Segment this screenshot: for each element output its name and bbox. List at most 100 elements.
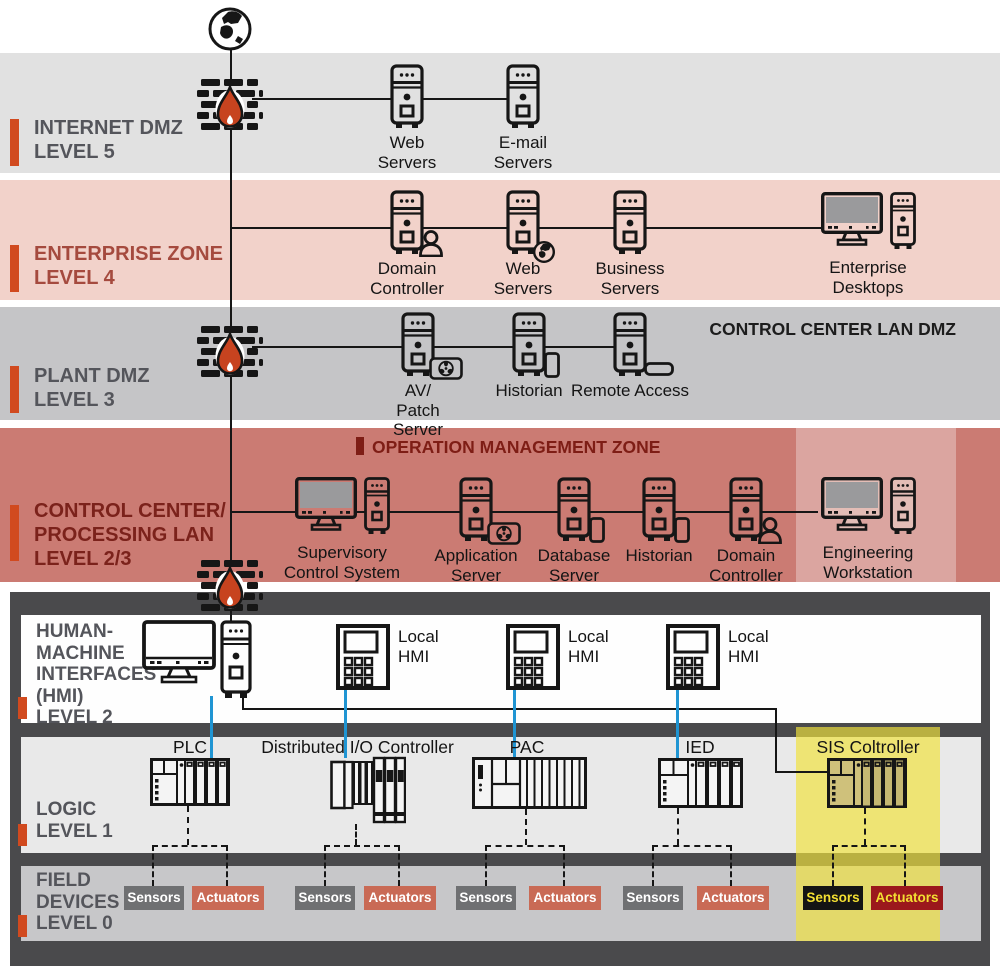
server-icon (459, 477, 493, 543)
zone-label-l4: ENTERPRISE ZONE LEVEL 4 (34, 243, 223, 289)
dio-field-bracket (324, 845, 400, 847)
workstation-sis-line (775, 708, 778, 773)
local-hmi-label: Local HMI (728, 627, 769, 666)
local-hmi-icon (336, 624, 390, 690)
device-label: Historian (625, 546, 693, 565)
accent-bar-l5 (10, 119, 19, 166)
pill-badge-icon (644, 362, 674, 376)
hmi3-ied-line (676, 688, 679, 758)
accent-bar-l23 (10, 505, 19, 561)
device-supervisory-control-system: Supervisory Control System (282, 477, 402, 582)
plc-icon (150, 758, 230, 806)
sensors-chip: Sensors (124, 886, 184, 910)
accent-bar-l3 (10, 366, 19, 413)
person-icon (757, 516, 783, 545)
device-database-server: Database Server (529, 477, 619, 585)
plc-field-stem (187, 806, 189, 845)
local-hmi-label: Local HMI (568, 627, 609, 666)
l5-bus-line (252, 98, 523, 101)
sensors-chip: Sensors (456, 886, 516, 910)
device-domain-controller-l23: Domain Controller (706, 477, 786, 585)
device-label: Domain Controller (370, 259, 444, 298)
zone-label-l3: PLANT DMZ LEVEL 3 (34, 365, 150, 411)
sis-actuators-line (904, 845, 906, 886)
tower-icon (889, 477, 916, 535)
accent-bar-l4 (10, 245, 19, 292)
server-icon (613, 190, 647, 256)
dio-label: Distributed I/O Controller (261, 737, 454, 757)
device-historian-l23: Historian (619, 477, 699, 566)
tablet-badge-icon (674, 517, 690, 543)
actuators-chip: Actuators (697, 886, 769, 910)
server-icon (557, 477, 591, 543)
device-application-server: Application Server (426, 477, 526, 585)
accent-bar-l0 (18, 915, 27, 937)
pac-sensors-line (485, 845, 487, 886)
ied-field-bracket (652, 845, 732, 847)
fan-badge-icon (429, 357, 463, 380)
workstation-plc-line (210, 696, 213, 758)
internet-globe-icon (207, 6, 253, 52)
plc-label: PLC (172, 737, 208, 757)
workstation-sis-line (242, 698, 245, 710)
sis-label: SIS Coltroller (816, 737, 920, 757)
plc-sensors-line (152, 845, 154, 886)
fan-badge-icon (487, 522, 521, 545)
device-business-servers: Business Servers (595, 190, 665, 298)
ied-actuators-line (730, 845, 732, 886)
device-label: Business Servers (595, 259, 665, 298)
device-label: Remote Access (570, 381, 690, 400)
hmi1-dio-line (344, 688, 347, 758)
device-label: Domain Controller (709, 546, 783, 585)
actuators-chip: Actuators (192, 886, 264, 910)
person-icon (418, 229, 444, 258)
device-label: Supervisory Control System (283, 543, 401, 582)
pac-field-stem (525, 809, 527, 845)
workstation-tower-icon (220, 620, 252, 700)
device-label: Application Server (434, 546, 518, 585)
zone-band-plant-dmz (0, 307, 1000, 420)
server-icon (506, 190, 540, 256)
globe-badge-icon (532, 240, 556, 264)
local-hmi-label: Local HMI (398, 627, 439, 666)
zone-label-l5: INTERNET DMZ LEVEL 5 (34, 117, 183, 163)
tablet-badge-icon (544, 352, 560, 378)
zone-band-internet-dmz (0, 53, 1000, 173)
device-enterprise-desktops: Enterprise Desktops (820, 192, 916, 297)
device-label: Historian (495, 381, 563, 400)
device-label: AV/ Patch Server (392, 381, 444, 439)
dio-field-stem (355, 824, 357, 845)
sis-field-bracket (832, 845, 906, 847)
firewall-icon (197, 559, 263, 613)
l23-bus-line (230, 511, 818, 514)
workstation-sis-line (242, 708, 777, 711)
server-icon (506, 64, 540, 130)
pac-field-bracket (485, 845, 565, 847)
operation-management-zone-header: OPERATION MANAGEMENT ZONE (372, 437, 661, 457)
control-center-lan-dmz-header: CONTROL CENTER LAN DMZ (709, 319, 956, 339)
sis-sensors-line (832, 845, 834, 886)
server-icon (729, 477, 763, 543)
server-icon (613, 312, 647, 378)
l3-bus-line (252, 346, 630, 349)
server-icon (642, 477, 676, 543)
monitor-icon (820, 477, 883, 531)
firewall-icon (197, 325, 263, 379)
device-historian-l3: Historian (489, 312, 569, 401)
accent-bar-omz (356, 437, 364, 455)
local-hmi-icon (506, 624, 560, 690)
tower-icon (363, 477, 390, 535)
actuators-chip: Actuators (529, 886, 601, 910)
ied-icon (658, 758, 743, 808)
ied-sensors-line (652, 845, 654, 886)
actuators-chip: Actuators (364, 886, 436, 910)
server-icon (390, 190, 424, 256)
device-label: Engineering Workstation (822, 543, 914, 582)
trunk-line (230, 610, 233, 624)
accent-bar-l2 (18, 697, 27, 719)
hmi2-pac-line (513, 688, 516, 758)
server-icon (401, 312, 435, 378)
tablet-badge-icon (589, 517, 605, 543)
sis-sensors-chip: Sensors (803, 886, 863, 910)
